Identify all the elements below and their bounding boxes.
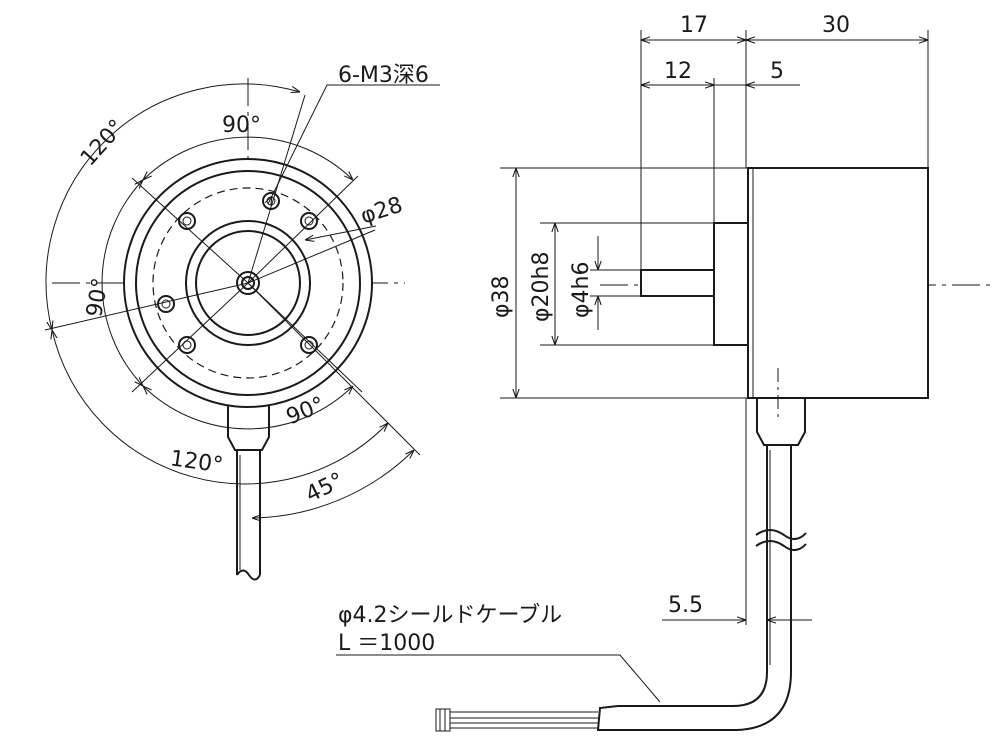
front-pcd-leader	[305, 225, 377, 240]
side-main-body	[747, 167, 929, 399]
side-cable-break-bottom	[755, 540, 807, 551]
front-arc-120-upper	[45, 83, 300, 330]
angle-cable-label: 45°	[302, 468, 348, 508]
side-extension-lines	[500, 30, 929, 625]
side-cable-gland	[756, 397, 806, 446]
front-hole-leader-arrow	[268, 196, 272, 204]
cable-note-line2: L ＝1000	[338, 631, 435, 656]
angle-left-label: 90°	[82, 276, 113, 319]
dim-17-label: 17	[680, 13, 708, 38]
side-cable-break-top	[755, 529, 807, 540]
angle-upper-120-label: 120°	[76, 115, 130, 171]
angle-lower-120-label: 120°	[169, 446, 225, 478]
side-boss	[713, 222, 749, 346]
side-shaft	[640, 269, 715, 297]
dia-20h8-label: φ20h8	[529, 252, 554, 322]
dim-30-label: 30	[822, 13, 850, 38]
cable-note-leader	[336, 654, 661, 703]
pcd-diameter-label: φ28	[358, 193, 406, 230]
dim-5-label: 5	[770, 59, 784, 84]
front-view: 6-M3深6 90° 120° 90° 90° 120° 45° φ28	[44, 63, 440, 581]
dia-38-label: φ38	[489, 275, 514, 318]
dim-5-5-label: 5.5	[668, 593, 703, 618]
side-view: 17 30 12 5 φ38 φ20h8 φ4h6 5.5 φ4.2シールドケー…	[336, 13, 990, 732]
front-arc-45	[252, 450, 414, 518]
side-cable-sheath-end	[596, 705, 619, 731]
front-cable-break	[236, 569, 261, 581]
side-cable-bend-inner	[618, 671, 768, 707]
angle-top-label: 90°	[222, 113, 261, 138]
dia-4h6-label: φ4h6	[569, 262, 594, 318]
dim-12-label: 12	[664, 59, 692, 84]
front-hole-leader	[271, 84, 440, 197]
side-cable-wires	[435, 708, 598, 732]
side-cable-bend-outer	[618, 671, 792, 731]
cable-note-line1: φ4.2シールドケーブル	[338, 603, 562, 628]
hole-callout-label: 6-M3深6	[338, 63, 429, 88]
